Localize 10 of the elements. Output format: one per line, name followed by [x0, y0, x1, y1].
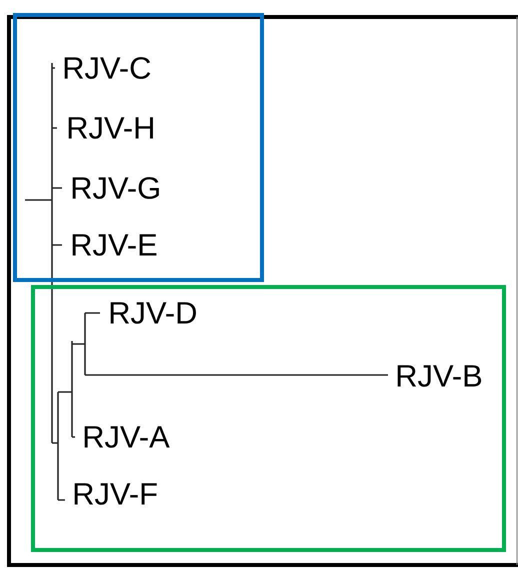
taxon-label: RJV-D: [110, 302, 196, 324]
taxon-label: RJV-A: [84, 426, 170, 448]
taxon-label: RJV-B: [398, 365, 482, 387]
clade-box: [13, 13, 264, 282]
taxon-label: RJV-G: [72, 177, 159, 199]
clade-box: [31, 285, 506, 552]
taxon-label: RJV-F: [74, 483, 157, 505]
taxon-label: RJV-C: [64, 57, 150, 79]
taxon-label: RJV-H: [68, 117, 153, 139]
taxon-label: RJV-E: [72, 234, 156, 256]
